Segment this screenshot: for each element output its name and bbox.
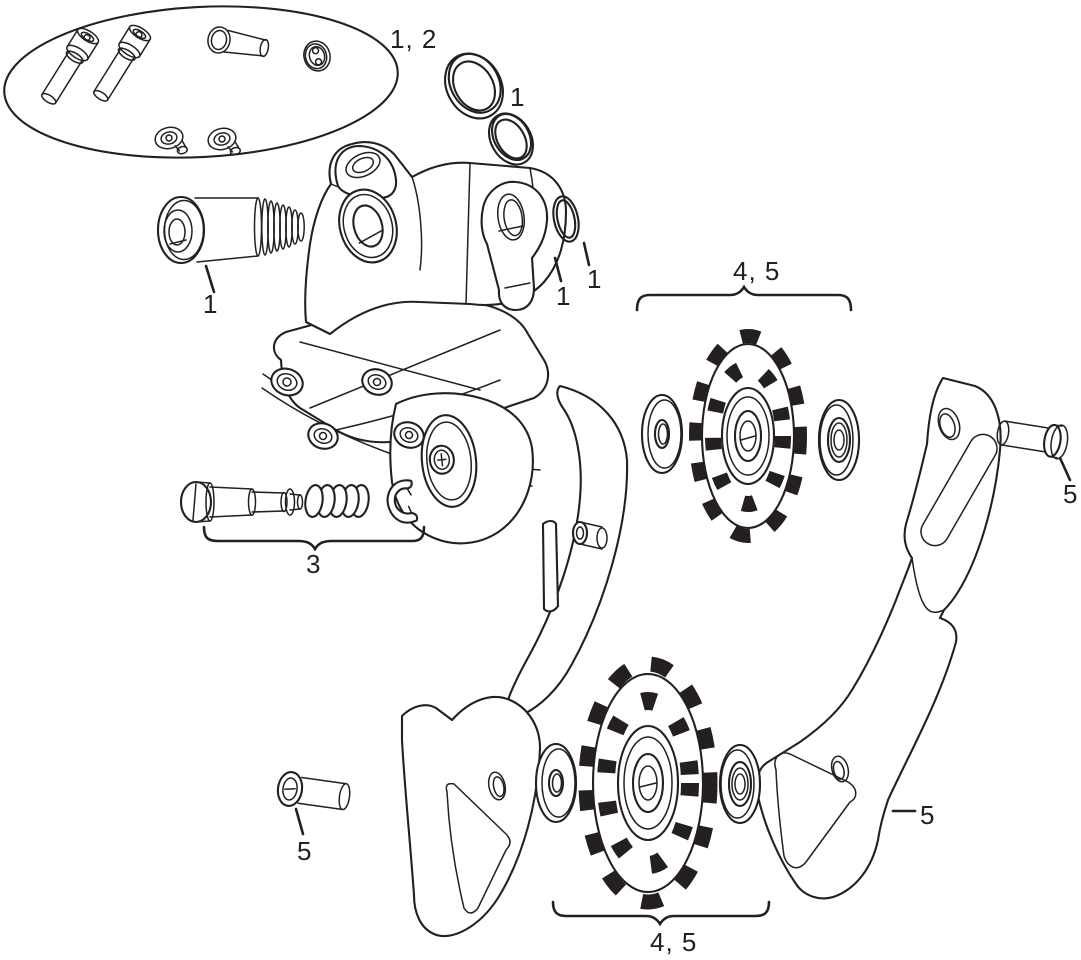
plate-slot bbox=[920, 433, 998, 547]
callout-inner-cage-plate: 5 bbox=[920, 800, 936, 830]
seal-ring-large bbox=[444, 52, 504, 120]
lower-pulley bbox=[578, 656, 718, 910]
inner-cage-plate bbox=[755, 376, 1002, 900]
outer-plate-hole bbox=[487, 771, 507, 801]
cage-screw-top bbox=[996, 420, 1069, 460]
coil-spring bbox=[304, 484, 370, 518]
callout-leaders bbox=[202, 241, 1072, 927]
plate-hole-top bbox=[937, 407, 961, 441]
callout-hanger: 1 bbox=[556, 281, 572, 311]
cage-screw-bottom bbox=[276, 771, 351, 811]
callout-lower-pulley: 4, 5 bbox=[650, 927, 698, 957]
hardware-kit-group bbox=[3, 5, 399, 159]
body-mount-bore bbox=[338, 188, 398, 264]
derailleur-hanger bbox=[480, 180, 580, 312]
leader-o-ring bbox=[582, 241, 591, 267]
upper-pulley-washer-right bbox=[817, 398, 861, 482]
lower-pulley-assembly bbox=[534, 656, 762, 910]
e-clip bbox=[386, 479, 419, 524]
upper-pulley bbox=[689, 329, 807, 543]
callout-spring-group: 3 bbox=[306, 549, 322, 579]
cage-stop-stud bbox=[571, 520, 608, 550]
b-bolt bbox=[156, 195, 305, 265]
leader-b-bolt bbox=[204, 264, 216, 294]
leader-hanger bbox=[553, 256, 563, 283]
callout-cage-screw-top: 5 bbox=[1063, 479, 1079, 509]
brace-lower-pulley bbox=[551, 900, 771, 927]
callout-kit: 1, 2 bbox=[390, 24, 438, 54]
lower-pulley-washer-left bbox=[534, 742, 578, 824]
seal-rings-group bbox=[444, 52, 535, 166]
upper-pulley-washer-left bbox=[640, 393, 684, 475]
callout-upper-pulley: 4, 5 bbox=[733, 256, 781, 286]
callout-cage-screw-bottom: 5 bbox=[297, 836, 313, 866]
outer-cage-plate bbox=[400, 384, 629, 938]
limit-screw-b bbox=[93, 24, 152, 102]
callout-top-rings: 1 bbox=[510, 82, 526, 112]
ring-nut bbox=[303, 40, 331, 72]
cable-anchor-pin bbox=[207, 26, 270, 58]
clutch-pin bbox=[179, 480, 304, 524]
upper-pulley-assembly bbox=[640, 329, 861, 543]
derailleur-body bbox=[261, 141, 608, 613]
leader-screw-bottom bbox=[294, 807, 305, 836]
hanger-o-ring bbox=[552, 195, 580, 243]
plate-hole-bottom bbox=[830, 755, 850, 783]
limit-screw-a bbox=[41, 27, 100, 105]
flanged-nut-b bbox=[207, 127, 242, 156]
lower-pulley-washer-right bbox=[718, 743, 762, 825]
flanged-nut-a bbox=[154, 126, 189, 155]
clutch-spring-group bbox=[179, 479, 419, 524]
callout-o-ring: 1 bbox=[587, 264, 603, 294]
callout-b-bolt: 1 bbox=[203, 289, 219, 319]
leader-screw-top bbox=[1058, 456, 1072, 482]
body-tube-opening bbox=[345, 151, 381, 179]
pulley-bolt-boss bbox=[420, 414, 478, 508]
pivot-bolts bbox=[270, 367, 425, 450]
seal-ring-small bbox=[487, 112, 535, 166]
brace-spring-group bbox=[202, 525, 426, 552]
brace-upper-pulley bbox=[635, 284, 853, 312]
